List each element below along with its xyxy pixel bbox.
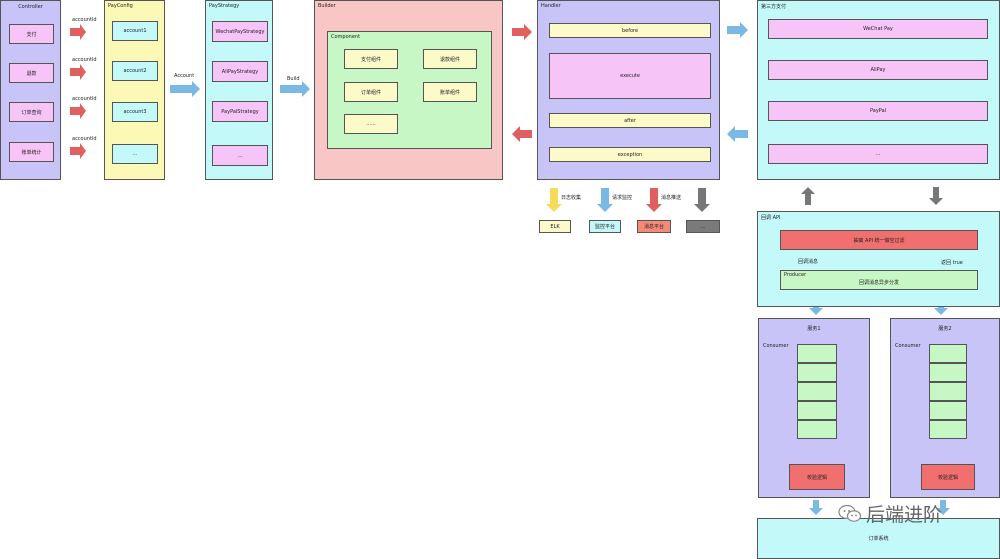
arrow-third-down <box>929 187 943 205</box>
handler-title: Handler <box>541 3 561 9</box>
handler-before: before <box>549 23 711 38</box>
component-item-pay: 支付组件 <box>344 49 398 69</box>
callback-msg-label: 回调消息 <box>798 259 819 265</box>
arrow-to-order2 <box>936 500 950 515</box>
queue-slot <box>797 363 837 382</box>
component-title: Component <box>331 34 361 40</box>
order-system: 订单系统 <box>757 518 1000 559</box>
callback-filter-bar: 抽离 API 统一做空过滤 <box>780 230 978 250</box>
service1-logic: 校验逻辑 <box>789 464 845 490</box>
service1-container: 服务1 Consumer 校验逻辑 <box>758 318 870 498</box>
edge-label-accountid-1: accountId <box>72 17 97 23</box>
callback-api-container: 回调 API 抽离 API 统一做空过滤 回调消息 返回 true Produc… <box>757 211 1000 307</box>
payconfig-title: PayConfig <box>108 3 133 9</box>
third-party-title: 第三方支付 <box>761 4 787 10</box>
payconfig-item-3: account3 <box>112 102 158 122</box>
service2-consumer-label: Consumer <box>895 343 921 349</box>
watermark-text: 后端进阶 <box>866 504 943 526</box>
handler-after: after <box>549 113 711 128</box>
queue-slot <box>797 344 837 363</box>
service2-title: 服务2 <box>938 326 952 332</box>
component-item-refund: 退款组件 <box>423 49 477 69</box>
arrow-controller-payconfig <box>70 24 86 159</box>
builder-title: Builder <box>318 3 336 9</box>
third-item-paypal: PayPal <box>768 101 988 121</box>
component-container: Component 支付组件 退款组件 订单组件 账单组件 ...... <box>327 31 492 149</box>
wechat-logo-icon <box>838 504 862 522</box>
queue-slot <box>929 420 967 439</box>
queue-slot <box>929 344 967 363</box>
builder-container: Builder Component 支付组件 退款组件 订单组件 账单组件 ..… <box>314 0 503 180</box>
queue-slot <box>797 382 837 401</box>
monitor-label-request: 请求监控 <box>612 195 633 201</box>
queue-slot <box>929 363 967 382</box>
handler-execute: execute <box>549 53 711 99</box>
payconfig-item-more: ... <box>112 144 158 164</box>
queue-slot <box>929 382 967 401</box>
service1-title: 服务1 <box>807 326 821 332</box>
watermark: 后端进阶 <box>838 500 942 527</box>
paystrategy-item-more: ... <box>212 145 268 166</box>
queue-slot <box>797 401 837 420</box>
controller-item-bill: 账单统计 <box>9 142 54 162</box>
monitor-box-elk: ELK <box>539 220 571 233</box>
service2-container: 服务2 Consumer 校验逻辑 <box>890 318 1000 498</box>
monitor-box-more: ... <box>686 220 720 233</box>
service2-logic: 校验逻辑 <box>921 464 975 490</box>
monitor-box-platform: 监控平台 <box>589 220 621 233</box>
edge-label-accountid-2: accountId <box>72 57 97 63</box>
controller-title: Controller <box>18 4 43 10</box>
arrow-elk <box>546 188 562 212</box>
payconfig-item-1: account1 <box>112 21 158 41</box>
controller-item-pay: 支付 <box>9 24 54 44</box>
edge-label-accountid-3: accountId <box>72 96 97 102</box>
edge-label-build: Build <box>287 76 300 82</box>
controller-item-order-query: 订单查询 <box>9 102 54 122</box>
third-item-alipay: AliPay <box>768 60 988 80</box>
edge-label-accountid-4: accountId <box>72 136 97 142</box>
paystrategy-container: PayStrategy WechatPayStrategy AliPayStra… <box>205 0 273 180</box>
arrow-blue <box>170 22 748 142</box>
third-item-wechat: WeChat Pay <box>768 19 988 39</box>
payconfig-item-2: account2 <box>112 61 158 81</box>
producer-box: Producer 回调消息异步分发 <box>780 270 978 290</box>
producer-title: Producer <box>784 272 807 278</box>
component-item-more: ...... <box>344 114 398 134</box>
arrow-builder-handler <box>512 24 532 142</box>
arrow-message <box>646 188 662 212</box>
producer-text: 回调消息异步分发 <box>858 280 899 286</box>
payconfig-container: PayConfig account1 account2 account3 ... <box>104 0 165 180</box>
callback-api-title: 回调 API <box>761 215 781 221</box>
queue-slot <box>929 401 967 420</box>
controller-container: Controller 支付 退款 订单查询 账单统计 <box>0 0 61 180</box>
handler-exception: exception <box>549 147 711 162</box>
arrow-third-up <box>801 187 815 205</box>
monitor-box-message: 消息平台 <box>637 220 671 233</box>
arrow-to-order1 <box>809 500 823 515</box>
arrow-monitor <box>597 188 613 212</box>
third-party-container: 第三方支付 WeChat Pay AliPay PayPal ... <box>757 0 1000 180</box>
monitor-label-log: 日志收集 <box>561 195 582 201</box>
component-item-bill: 账单组件 <box>423 82 477 102</box>
arrow-more <box>694 188 710 212</box>
third-item-more: ... <box>768 144 988 164</box>
edge-label-account: Account <box>174 73 195 79</box>
paystrategy-item-alipay: AliPayStrategy <box>212 61 268 82</box>
component-item-order: 订单组件 <box>344 82 398 102</box>
paystrategy-item-wechat: WechatPayStrategy <box>212 21 268 42</box>
paystrategy-item-paypal: PayPalStrategy <box>212 101 268 122</box>
paystrategy-title: PayStrategy <box>209 3 240 9</box>
callback-return-label: 返回 true <box>941 260 963 266</box>
service1-consumer-label: Consumer <box>763 343 789 349</box>
handler-container: Handler before execute after exception <box>537 0 720 180</box>
controller-item-refund: 退款 <box>9 63 54 83</box>
queue-slot <box>797 420 837 439</box>
monitor-label-message: 消息推送 <box>661 195 682 201</box>
